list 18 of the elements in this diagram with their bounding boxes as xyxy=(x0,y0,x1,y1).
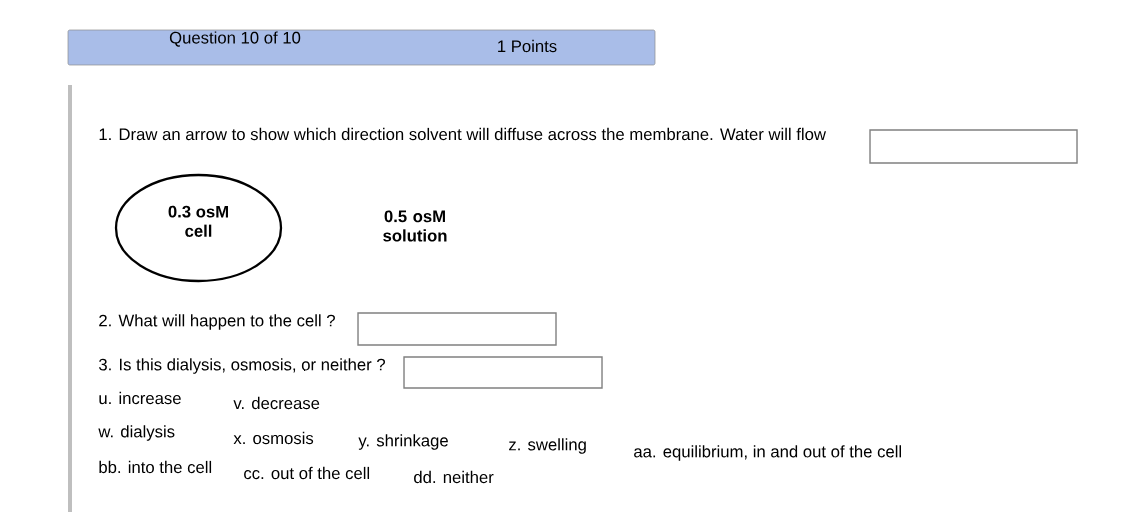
answer-option: w. dialysis xyxy=(98,425,175,441)
answer-option: aa. equilibrium, in and out of the cell xyxy=(634,445,901,461)
answer-option: z. swelling xyxy=(509,438,586,454)
answer-box xyxy=(357,312,557,346)
question-text: 2. What will happen to the cell ? xyxy=(99,314,335,330)
answer-option: dd. neither xyxy=(414,470,494,484)
answer-option: x. osmosis xyxy=(233,431,314,445)
header-bar: Question 10 of 10 1 Points xyxy=(67,29,656,66)
region-label: 0.5 osM solution xyxy=(383,210,447,242)
answer-option: y. shrinkage xyxy=(358,434,448,450)
answer-box xyxy=(403,356,603,389)
answer-box xyxy=(869,129,1078,164)
answer-option: cc. out of the cell xyxy=(244,466,370,480)
question-text: 1. Draw an arrow to show which direction solvent will diffuse across the membrane. Water will flow xyxy=(99,127,826,141)
question-text: 3. Is this dialysis, osmosis, or neither ? xyxy=(99,358,386,374)
answer-option: u. increase xyxy=(99,391,181,405)
answer-option: v. decrease xyxy=(233,396,320,410)
answer-option: bb. into the cell xyxy=(99,460,212,474)
